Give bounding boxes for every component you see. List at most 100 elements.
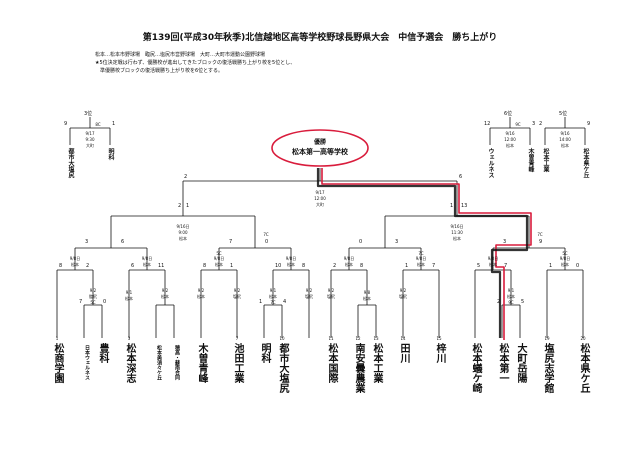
first-round-venue: 塩尻 [233, 294, 241, 299]
first-round-score-right: 5 [521, 299, 525, 305]
team-name: 松本美須々ケ丘 [156, 345, 162, 380]
team-name: 松本蟻ケ崎 [470, 343, 481, 393]
champion-team: 松本第一高等学校 [292, 148, 348, 156]
team-name: 南安曇農業 [353, 343, 364, 393]
second-round-score-left: 1 [549, 263, 553, 269]
second-round-score-right: 7 [432, 263, 436, 269]
page-title: 第139回(平成30年秋季)北信越地区高等学校野球長野県大会 中信予選会 勝ち上… [142, 33, 498, 43]
second-round-score-right: 7 [504, 263, 508, 269]
team-name: 松商学園 [52, 343, 63, 383]
consolation-rank: 6位 [504, 111, 513, 117]
second-round-venue: 松本 [71, 262, 79, 267]
team-number: 12 [355, 336, 361, 341]
consolation-team: 松本県ケ丘 [582, 148, 589, 178]
team-name: 松本県ケ丘 [578, 343, 589, 393]
first-round-score-left: 7 [79, 299, 83, 305]
team-number: 1 [55, 336, 59, 341]
team-name: 田川 [398, 343, 409, 363]
first-round-venue: 松本 [197, 294, 205, 299]
consolation-time: 9:30 [85, 137, 95, 142]
semi-2-date: 9/16日 [450, 224, 464, 229]
semi-2-score-right: 13 [461, 203, 468, 209]
semi-1-date: 9/16日 [176, 224, 190, 229]
rule-note-2: 準優勝校ブロックの復活戦勝ち上がり校を6位とする。 [95, 68, 224, 74]
quarter-tag: 7C [263, 232, 269, 237]
quarter-score-right: 9 [539, 239, 543, 245]
champion-label: 優勝 [313, 139, 326, 146]
team-number: 7 [235, 336, 239, 341]
team-number: 14 [400, 336, 406, 341]
second-round-date: 9/8日 [559, 256, 571, 261]
second-round-date: 9/8日 [285, 256, 297, 261]
team-name: 明科 [259, 343, 270, 363]
semi-2-score-left: 1 [450, 203, 454, 209]
consolation-team: 都市大塩尻 [67, 148, 74, 178]
first-round-score-right: 4 [283, 299, 287, 305]
quarter-score-right: 3 [395, 239, 399, 245]
first-round-date: 9/2 [399, 288, 407, 293]
first-round-venue: 松本 [125, 296, 133, 301]
consolation-team: 明科 [107, 148, 114, 160]
second-round-tag: 5C [562, 251, 568, 256]
final-time: 12:00 [314, 196, 326, 201]
second-round-score-left: 5 [477, 263, 481, 269]
consolation-rank: 5位 [559, 111, 568, 117]
final-date: 9/17 [315, 190, 325, 195]
second-round-date: 9/8日 [69, 256, 81, 261]
first-round-date: 9/2 [89, 288, 97, 293]
first-round-score-left: 2 [497, 299, 501, 305]
team-name: 池田工業 [232, 343, 243, 383]
semi-1-time: 9:00 [178, 230, 188, 235]
team-number: 3 [127, 336, 131, 341]
consolation-team: 松本工業 [542, 148, 549, 172]
team-name: 都市大塩尻 [277, 343, 288, 393]
consolation-time: 14:00 [559, 137, 571, 142]
first-round-date: 9/2 [327, 288, 335, 293]
second-round-venue: 松本 [215, 262, 223, 267]
quarter-score-left: 0 [359, 239, 363, 245]
first-round-venue: 松本 [363, 296, 371, 301]
quarter-score-right: 6 [121, 239, 125, 245]
first-round-score-right: 0 [103, 299, 107, 305]
consolation-venue: 松本 [561, 143, 569, 148]
second-round-score-right: 11 [158, 263, 165, 269]
semi-1-venue: 松本 [179, 236, 187, 241]
second-round-venue: 松本 [345, 262, 353, 267]
second-round-score-left: 6 [131, 263, 135, 269]
team-name: 穂高・蘇南合同 [174, 345, 180, 380]
team-name: 松本工業 [371, 343, 382, 383]
semi-2-venue: 松本 [453, 236, 461, 241]
consolation-rank: 3位 [84, 111, 93, 117]
first-round-tag: 9C [508, 300, 514, 305]
team-number: 15 [436, 336, 442, 341]
final-venue: 大町 [316, 202, 324, 207]
first-round-date: 9/2 [161, 288, 169, 293]
first-round-venue: 塩尻 [305, 294, 313, 299]
rule-note-1: ★5位決定戦は行わず、優勝校が進出してきたブロックの復活戦勝ち上がり校を5位とし… [95, 60, 296, 66]
second-round-score-left: 10 [275, 263, 282, 269]
first-round-tag: 5C [90, 300, 96, 305]
consolation-score-right: 9 [587, 121, 591, 127]
first-round-date: 9/1 [125, 290, 133, 295]
first-round-venue: 臨尻 [89, 294, 97, 299]
team-name: 大町岳陽 [515, 343, 526, 383]
first-round-date: 9/1 [269, 288, 277, 293]
first-round-venue: 塩尻 [327, 294, 335, 299]
consolation-team: ウェルネス [487, 148, 494, 178]
semi-1-score-left: 2 [178, 203, 182, 209]
quarter-score-right: 0 [265, 239, 269, 245]
first-round-date: 9/1 [507, 288, 515, 293]
quarter-score-left: 3 [85, 239, 89, 245]
team-name: 塩尻志学館 [542, 343, 553, 393]
consolation-date: 9/17 [85, 131, 95, 136]
first-round-date: 9/8 [363, 290, 371, 295]
team-name: 梓川 [434, 343, 445, 363]
consolation-score-right: 1 [112, 121, 116, 127]
second-round-tag: 7C [418, 251, 424, 256]
venue-note: 松本…松本市野球場 臨尻…塩尻市営野球場 大町…大町市運動公園野球場 [95, 52, 266, 58]
second-round-score-left: 8 [203, 263, 207, 269]
consolation-venue: 大町 [86, 143, 94, 148]
consolation-score-left: 2 [539, 121, 543, 127]
